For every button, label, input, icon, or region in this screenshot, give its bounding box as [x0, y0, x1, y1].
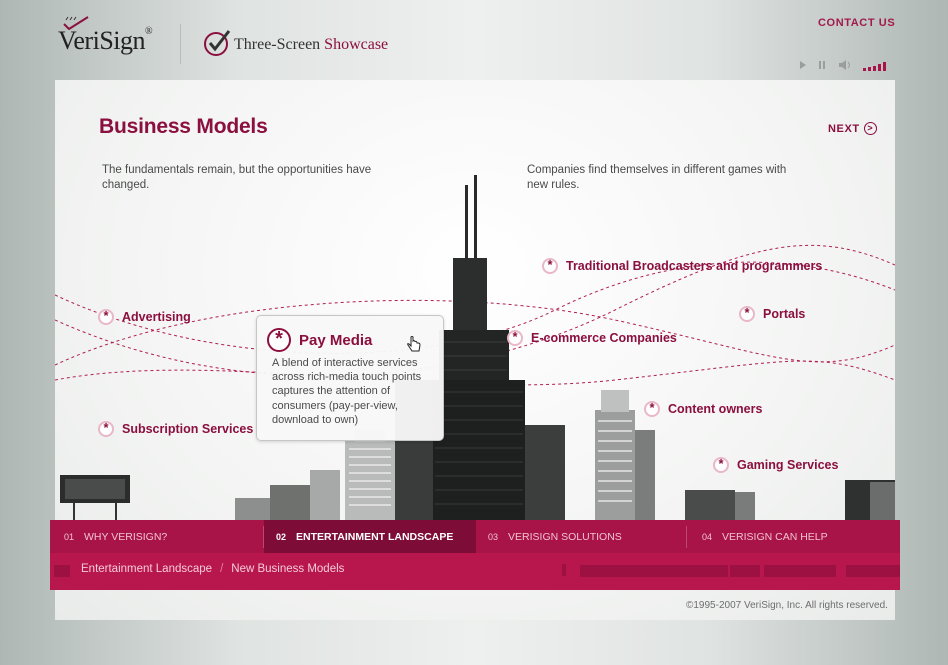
model-label: Portals — [763, 307, 806, 321]
popup-description: A blend of interactive services across r… — [272, 357, 422, 426]
volume-level-icon[interactable] — [863, 62, 886, 71]
showcase-title: Three-Screen Showcase — [234, 36, 388, 54]
intro-left-text: The fundamentals remain, but the opportu… — [102, 164, 372, 191]
chevron-circle-icon: > — [863, 122, 877, 135]
model-advertising[interactable]: Advertising — [98, 308, 191, 325]
tab-label: ENTERTAINMENT LANDSCAPE — [296, 530, 454, 543]
model-content-owners[interactable]: Content owners — [644, 400, 763, 417]
popup-header: Pay Media — [267, 328, 372, 352]
model-subscription-services[interactable]: Subscription Services — [98, 420, 254, 437]
intro-right-text: Companies find themselves in different g… — [527, 164, 787, 191]
model-traditional-broadcasters[interactable]: Traditional Broadcasters and programmers — [542, 257, 823, 274]
breadcrumb: Entertainment Landscape / New Business M… — [81, 563, 344, 575]
tab-entertainment-landscape[interactable]: 02 ENTERTAINMENT LANDSCAPE — [264, 520, 476, 553]
progress-marker — [562, 564, 566, 576]
logo-reg-mark: ® — [145, 26, 153, 37]
asterisk-circle-icon — [98, 308, 114, 325]
pay-media-popup[interactable]: Pay Media A blend of interactive service… — [256, 315, 444, 441]
progress-segment — [764, 565, 836, 577]
header-divider — [180, 24, 181, 64]
page-title: Business Models — [99, 115, 268, 138]
model-ecommerce-companies[interactable]: E-commerce Companies — [507, 329, 677, 346]
tab-label: VERISIGN CAN HELP — [722, 530, 828, 543]
model-label: Content owners — [668, 402, 763, 416]
media-controls — [800, 60, 886, 71]
verisign-check-mark — [63, 16, 89, 30]
play-icon[interactable] — [800, 61, 806, 69]
breadcrumb-item-new-business-models: New Business Models — [231, 563, 345, 575]
volume-icon[interactable] — [839, 60, 850, 70]
tab-number: 01 — [64, 531, 75, 542]
tab-label: VERISIGN SOLUTIONS — [508, 530, 622, 543]
tab-number: 04 — [702, 531, 713, 542]
tab-number: 03 — [488, 531, 499, 542]
asterisk-circle-icon — [507, 329, 523, 346]
copyright-text: ©1995-2007 VeriSign, Inc. All rights res… — [686, 600, 888, 611]
tab-why-verisign[interactable]: 01 WHY VERISIGN? — [64, 520, 264, 553]
wave-lines — [55, 244, 895, 386]
breadcrumb-item-entertainment-landscape[interactable]: Entertainment Landscape — [81, 563, 213, 575]
progress-segment — [580, 565, 728, 577]
logo-text: VeriSign — [58, 26, 146, 55]
skyline-illustration — [55, 175, 895, 520]
breadcrumb-bar: Entertainment Landscape / New Business M… — [50, 553, 900, 590]
tab-verisign-can-help[interactable]: 04 VERISIGN CAN HELP — [702, 520, 892, 553]
breadcrumb-marker — [54, 565, 70, 577]
contact-us-link[interactable]: CONTACT US — [818, 17, 896, 29]
showcase-text-main: Three-Screen — [234, 36, 325, 53]
asterisk-circle-icon — [644, 400, 660, 417]
breadcrumb-separator: / — [220, 563, 224, 575]
hand-cursor-icon — [407, 336, 421, 352]
showcase-text-accent: Showcase — [324, 36, 389, 53]
tab-verisign-solutions[interactable]: 03 VERISIGN SOLUTIONS — [488, 520, 686, 553]
progress-segment — [846, 565, 900, 577]
tab-number: 02 — [276, 531, 287, 542]
tab-divider — [263, 526, 264, 548]
asterisk-circle-icon — [739, 305, 755, 322]
showcase-check-icon — [204, 30, 231, 56]
asterisk-circle-icon — [542, 257, 558, 274]
tab-divider — [686, 526, 687, 548]
model-label: Advertising — [122, 310, 191, 324]
tab-label: WHY VERISIGN? — [84, 530, 168, 543]
city-buildings — [60, 175, 895, 520]
model-label: Subscription Services — [122, 422, 254, 436]
next-button[interactable]: NEXT > — [828, 122, 877, 135]
asterisk-circle-icon — [98, 420, 114, 437]
pause-icon[interactable] — [819, 61, 825, 69]
model-label: Traditional Broadcasters and programmers — [566, 259, 823, 273]
model-label: Gaming Services — [737, 458, 839, 472]
verisign-logo[interactable]: VeriSign® — [58, 26, 153, 56]
model-label: E-commerce Companies — [531, 331, 677, 345]
asterisk-circle-icon — [267, 328, 291, 352]
asterisk-circle-icon — [713, 456, 729, 473]
progress-segment — [730, 565, 760, 577]
popup-title: Pay Media — [299, 331, 373, 349]
model-gaming-services[interactable]: Gaming Services — [713, 456, 839, 473]
section-nav: 01 WHY VERISIGN? 02 ENTERTAINMENT LANDSC… — [50, 520, 900, 553]
next-label: NEXT — [828, 122, 860, 135]
model-portals[interactable]: Portals — [739, 305, 806, 322]
